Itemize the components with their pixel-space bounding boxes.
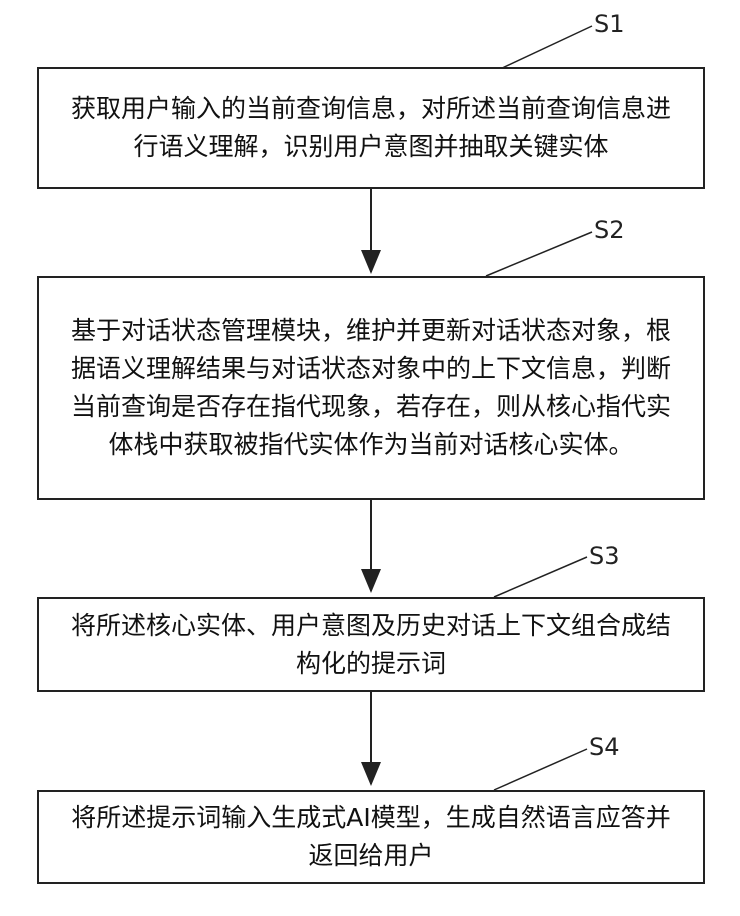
step-box-s2: 基于对话状态管理模块，维护并更新对话状态对象，根据语义理解结果与对话状态对象中的… bbox=[37, 276, 705, 500]
step-box-s1: 获取用户输入的当前查询信息，对所述当前查询信息进行语义理解，识别用户意图并抽取关… bbox=[37, 67, 705, 189]
leader-line-s2 bbox=[486, 232, 592, 276]
step-label-s3: S3 bbox=[589, 542, 620, 570]
step-text-s3: 将所述核心实体、用户意图及历史对话上下文组合成结构化的提示词 bbox=[39, 607, 703, 683]
leader-line-s3 bbox=[494, 557, 587, 597]
leader-line-s4 bbox=[494, 749, 587, 790]
step-label-s4: S4 bbox=[589, 733, 620, 761]
step-label-s2: S2 bbox=[594, 216, 625, 244]
step-text-s1: 获取用户输入的当前查询信息，对所述当前查询信息进行语义理解，识别用户意图并抽取关… bbox=[39, 90, 703, 166]
step-text-s2: 基于对话状态管理模块，维护并更新对话状态对象，根据语义理解结果与对话状态对象中的… bbox=[39, 312, 703, 464]
step-label-s1: S1 bbox=[594, 10, 625, 38]
leader-line-s1 bbox=[498, 26, 592, 70]
step-box-s3: 将所述核心实体、用户意图及历史对话上下文组合成结构化的提示词 bbox=[37, 597, 705, 692]
step-box-s4: 将所述提示词输入生成式AI模型，生成自然语言应答并返回给用户 bbox=[37, 790, 705, 884]
step-text-s4: 将所述提示词输入生成式AI模型，生成自然语言应答并返回给用户 bbox=[39, 799, 703, 875]
